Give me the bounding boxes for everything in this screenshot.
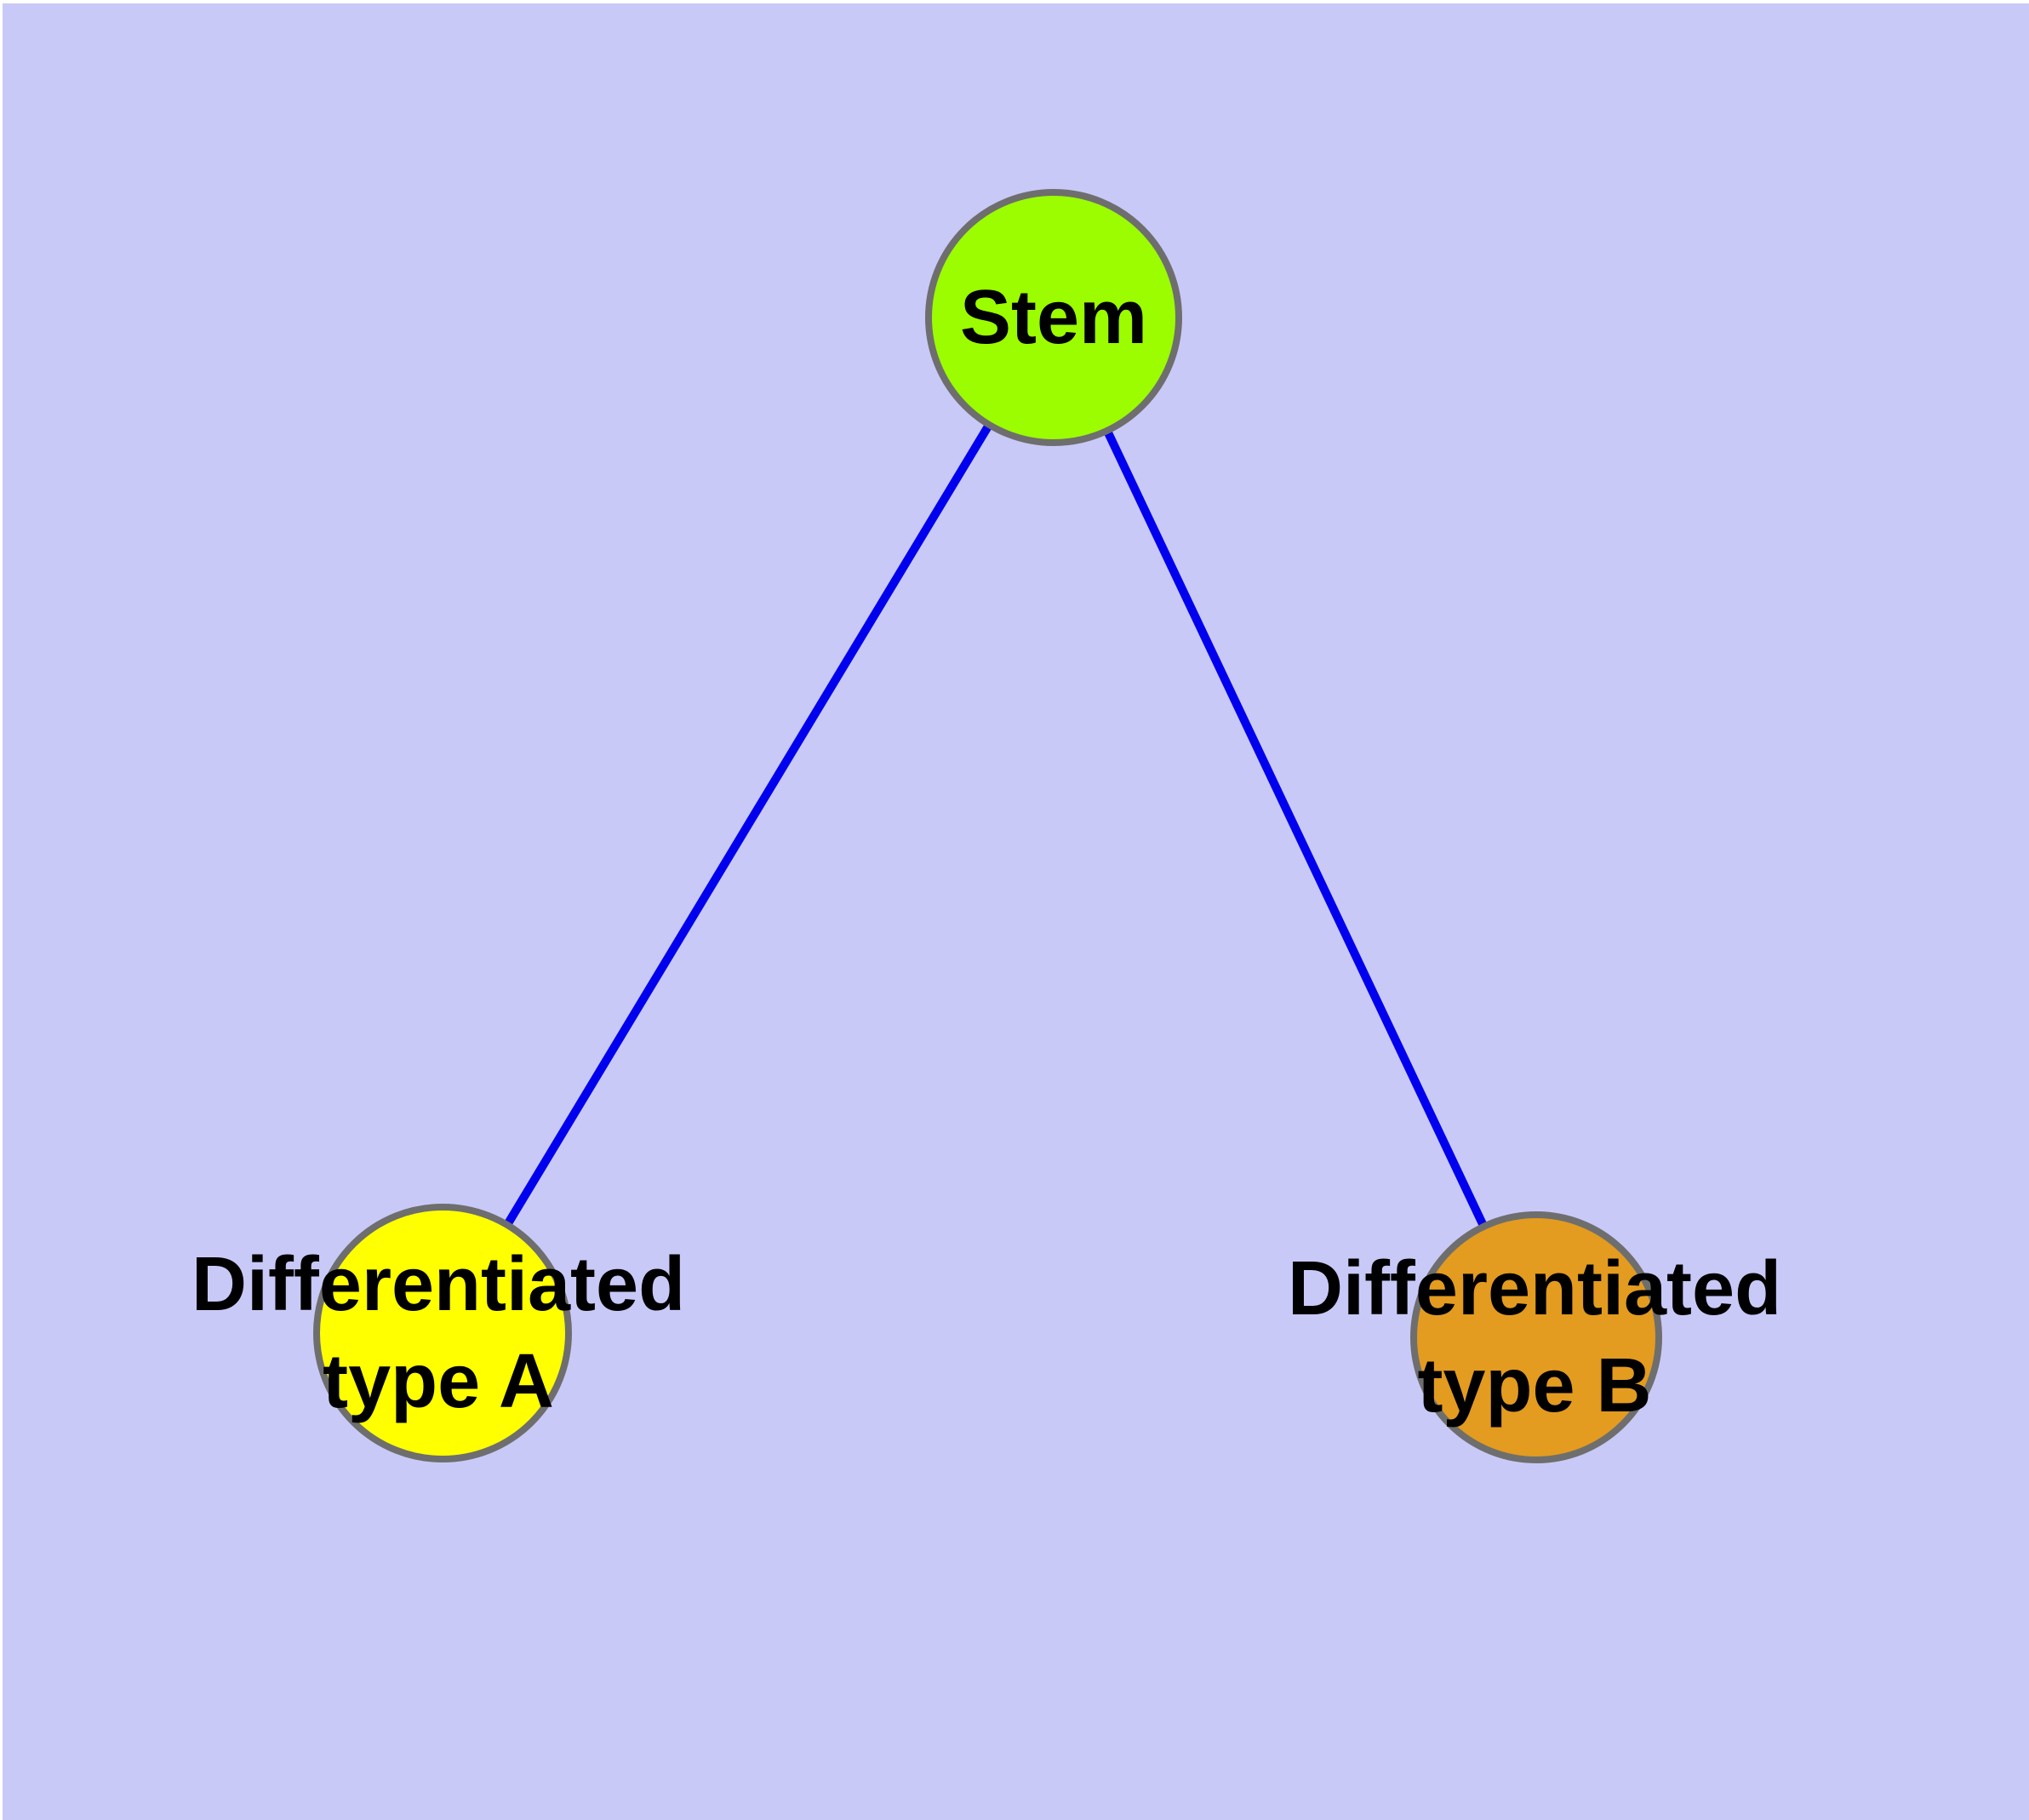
edges-layer: [438, 315, 1540, 1340]
label-line: Differentiated: [1287, 1246, 1782, 1331]
node-differentiated-type-b-label: Differentiated type B: [1288, 1240, 1781, 1434]
node-stem[interactable]: Stem: [925, 189, 1182, 446]
label-line: type B: [1417, 1343, 1652, 1428]
node-differentiated-type-a[interactable]: [313, 1204, 572, 1462]
edge-stem-to-type-b[interactable]: [1049, 315, 1540, 1340]
edge-stem-to-type-a[interactable]: [438, 315, 1058, 1335]
node-differentiated-type-b[interactable]: [1410, 1211, 1662, 1463]
node-stem-label: Stem: [959, 274, 1148, 360]
node-differentiated-type-a-label: Differentiated type A: [191, 1236, 685, 1430]
label-line: Differentiated: [191, 1242, 686, 1327]
label-line: type A: [323, 1339, 554, 1424]
diagram-canvas: Stem Differentiated type A Differentiate…: [3, 3, 2029, 1820]
